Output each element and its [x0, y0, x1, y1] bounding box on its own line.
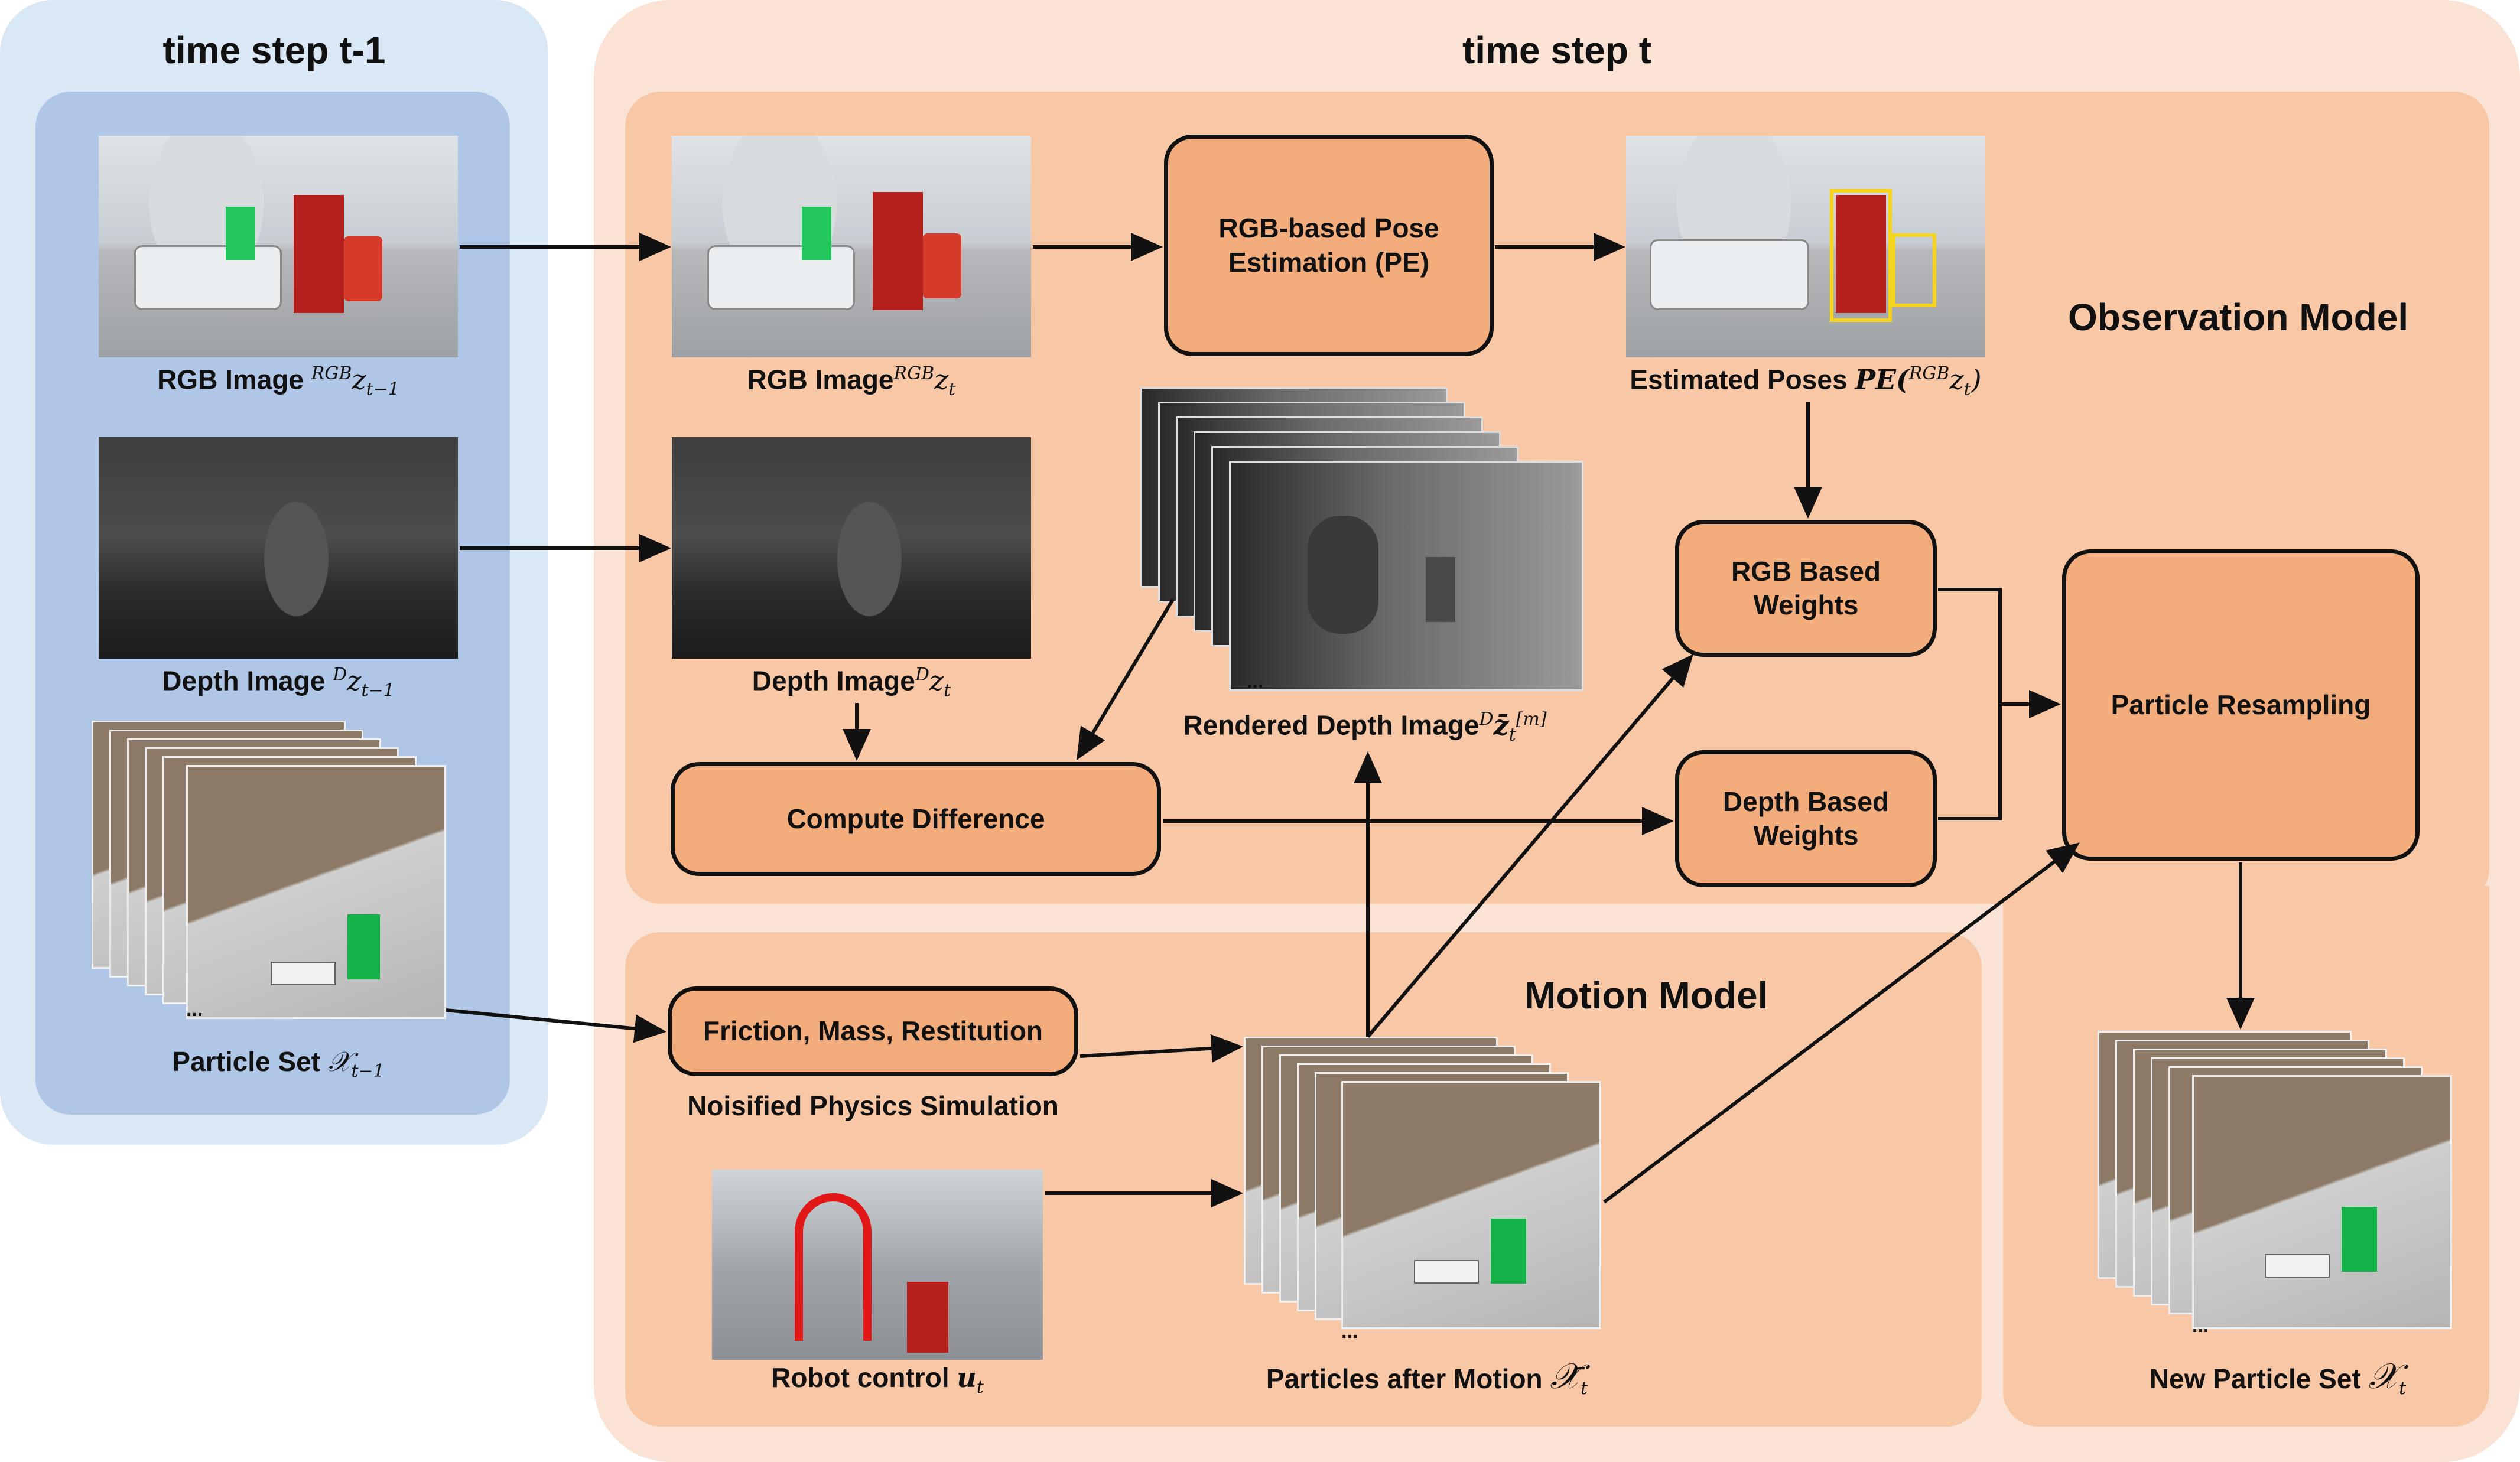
- green-block: [226, 207, 255, 260]
- green-block: [802, 207, 831, 260]
- particle-frame-front: [2192, 1075, 2452, 1329]
- stack-ellipsis: ...: [1341, 1320, 1358, 1343]
- arrow-particles-to-rgb-weights: [1366, 654, 1693, 1038]
- gripper: [134, 245, 282, 310]
- compute-difference-box: Compute Difference: [671, 762, 1161, 876]
- prev-timestep-title: time step t-1: [162, 29, 386, 71]
- curr-depth-image: [672, 437, 1031, 659]
- arrow-physics-to-particles: [1079, 1034, 1243, 1063]
- estimated-poses-caption: Estimated Poses PE(RGBzt): [1630, 363, 1982, 400]
- prev-depth-image: [99, 437, 458, 659]
- motion-model-title: Motion Model: [1524, 974, 1768, 1017]
- physics-params-box: Friction, Mass, Restitution: [668, 986, 1078, 1076]
- rendered-depth-stack: ...: [1140, 387, 1589, 700]
- sim-gripper: [271, 962, 336, 985]
- estimated-poses-image: [1626, 136, 1985, 357]
- curr-rgb-caption: RGB ImageRGBzt: [747, 363, 956, 400]
- new-particles-caption: New Particle Set 𝒳t: [2149, 1356, 2407, 1399]
- physics-caption: Noisified Physics Simulation: [687, 1090, 1059, 1121]
- rendered-depth-caption: Rendered Depth ImageDz̄t[m]: [1183, 709, 1547, 745]
- soup-can: [923, 233, 961, 298]
- stack-ellipsis: ...: [1247, 670, 1264, 693]
- depth-object: [1308, 516, 1378, 634]
- after-motion-caption: Particles after Motion 𝒳̄t: [1266, 1356, 1588, 1399]
- depth-weights-box: Depth Based Weights: [1675, 750, 1937, 887]
- observation-model-title: Observation Model: [2068, 296, 2409, 338]
- gripper: [1650, 239, 1809, 310]
- green-block: [347, 914, 380, 979]
- pose-bbox-box: [1830, 189, 1892, 322]
- pose-bbox-can: [1892, 233, 1936, 307]
- robot-control-image: [712, 1170, 1043, 1360]
- arrow-particles-to-resampling: [1603, 842, 2080, 1204]
- arrow-depth-weights-to-resampling: [1938, 704, 2002, 820]
- arrow-prev-particles-to-physics: [446, 1008, 666, 1043]
- robot-control-caption: Robot control ut: [771, 1362, 984, 1398]
- cracker-box: [873, 192, 923, 310]
- rgb-weights-box: RGB Based Weights: [1675, 520, 1937, 657]
- curr-depth-caption: Depth ImageDzt: [752, 665, 951, 701]
- new-particle-stack: ...: [2098, 1031, 2458, 1344]
- curr-rgb-image: [672, 136, 1031, 357]
- prev-rgb-image: [99, 136, 458, 357]
- arrow-rgb-weights-to-resampling: [1938, 588, 2061, 718]
- sim-gripper: [2265, 1254, 2330, 1278]
- depth-object: [1426, 557, 1455, 622]
- pose-estimation-box: RGB-based Pose Estimation (PE): [1164, 135, 1494, 356]
- motion-particle-stack: ...: [1244, 1037, 1610, 1350]
- stack-ellipsis: ...: [186, 998, 203, 1021]
- sim-gripper: [1414, 1260, 1479, 1284]
- cracker-box: [294, 195, 344, 313]
- depth-frame-front: [1229, 461, 1583, 691]
- particle-frame-front: [186, 765, 446, 1019]
- prev-particle-stack: ...: [92, 721, 452, 1040]
- arrow-rendered-to-compute: [1076, 598, 1175, 761]
- green-block: [2342, 1207, 2377, 1272]
- particle-resampling-box: Particle Resampling: [2062, 549, 2420, 861]
- particle-frame-front: [1341, 1081, 1601, 1329]
- prev-depth-caption: Depth Image Dzt−1: [162, 665, 395, 701]
- curr-timestep-title: time step t: [1462, 29, 1652, 71]
- prev-rgb-caption: RGB Image RGBzt−1: [157, 363, 399, 400]
- stack-ellipsis: ...: [2192, 1314, 2209, 1337]
- cracker-box: [1836, 195, 1886, 313]
- cracker-box: [907, 1282, 948, 1353]
- soup-can: [344, 236, 382, 301]
- green-block: [1491, 1219, 1526, 1284]
- prev-particles-caption: Particle Set 𝒳t−1: [172, 1046, 385, 1082]
